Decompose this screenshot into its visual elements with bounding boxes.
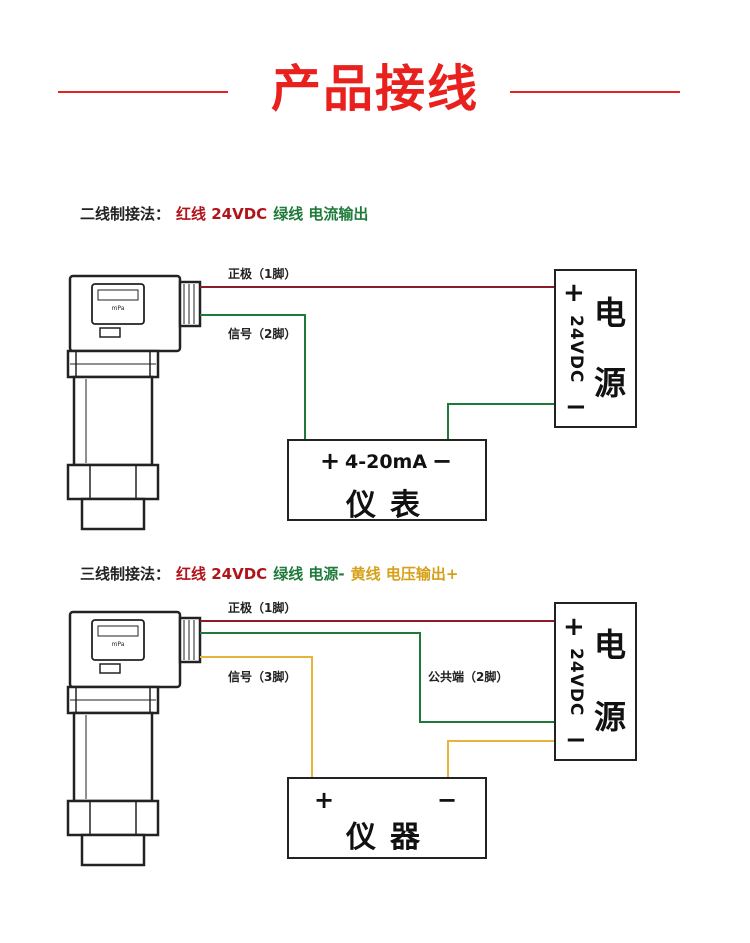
three-wire-transmitter — [66, 610, 202, 867]
title-rule-left — [58, 91, 228, 93]
two-wire-power-char1: 电 — [594, 294, 627, 332]
three-wire-power-voltage: 24VDC — [566, 648, 586, 717]
three-wire-power-char2: 源 — [594, 698, 627, 736]
three-wire-power-char1: 电 — [594, 626, 627, 664]
two-wire-green-wire-return — [447, 403, 555, 440]
three-wire-label-common: 公共端（2脚） — [428, 670, 509, 684]
three-wire-power-plus: + — [563, 612, 585, 642]
three-wire-instrument-plus: + — [314, 786, 335, 814]
two-wire-power-minus: − — [565, 392, 587, 422]
three-wire-yellow-wire-signal — [200, 656, 313, 778]
two-wire-heading-red: 红线 24VDC — [176, 205, 268, 223]
two-wire-meter-label: 仪表 — [346, 488, 434, 523]
two-wire-label-positive: 正极（1脚） — [228, 267, 297, 281]
two-wire-meter-range: 4-20mA — [345, 451, 428, 473]
three-wire-heading-yellow: 黄线 电压输出+ — [350, 565, 459, 583]
three-wire-heading-prefix: 三线制接法： — [80, 565, 171, 583]
three-wire-power-minus: − — [565, 725, 587, 755]
page-title: 产品接线 — [271, 60, 479, 118]
two-wire-power-plus: + — [563, 278, 585, 308]
three-wire-label-signal: 信号（3脚） — [228, 670, 297, 684]
two-wire-heading-prefix: 二线制接法： — [80, 205, 171, 223]
title-rule-right — [510, 91, 680, 93]
two-wire-label-signal: 信号（2脚） — [228, 327, 297, 341]
two-wire-meter-box — [287, 439, 487, 521]
three-wire-yellow-wire-return — [447, 740, 555, 778]
two-wire-meter-plus: + — [320, 447, 341, 475]
two-wire-power-char2: 源 — [594, 364, 627, 402]
two-wire-power-voltage: 24VDC — [566, 315, 586, 384]
two-wire-power-supply-box — [554, 269, 637, 428]
three-wire-instrument-label: 仪器 — [346, 820, 434, 855]
three-wire-heading-green: 绿线 电源- — [273, 565, 345, 583]
two-wire-transmitter — [66, 274, 202, 531]
two-wire-meter-minus: − — [432, 447, 453, 475]
two-wire-green-wire-signal — [200, 314, 306, 440]
two-wire-heading-green: 绿线 电流输出 — [273, 205, 369, 223]
three-wire-green-wire — [200, 632, 555, 723]
three-wire-instrument-box — [287, 777, 487, 859]
two-wire-heading: 二线制接法： 红线 24VDC 绿线 电流输出 — [80, 203, 374, 224]
three-wire-heading-red: 红线 24VDC — [176, 565, 268, 583]
three-wire-label-positive: 正极（1脚） — [228, 601, 297, 615]
three-wire-heading: 三线制接法： 红线 24VDC 绿线 电源- 黄线 电压输出+ — [80, 563, 464, 584]
three-wire-instrument-minus: − — [437, 786, 458, 814]
three-wire-power-supply-box — [554, 602, 637, 761]
